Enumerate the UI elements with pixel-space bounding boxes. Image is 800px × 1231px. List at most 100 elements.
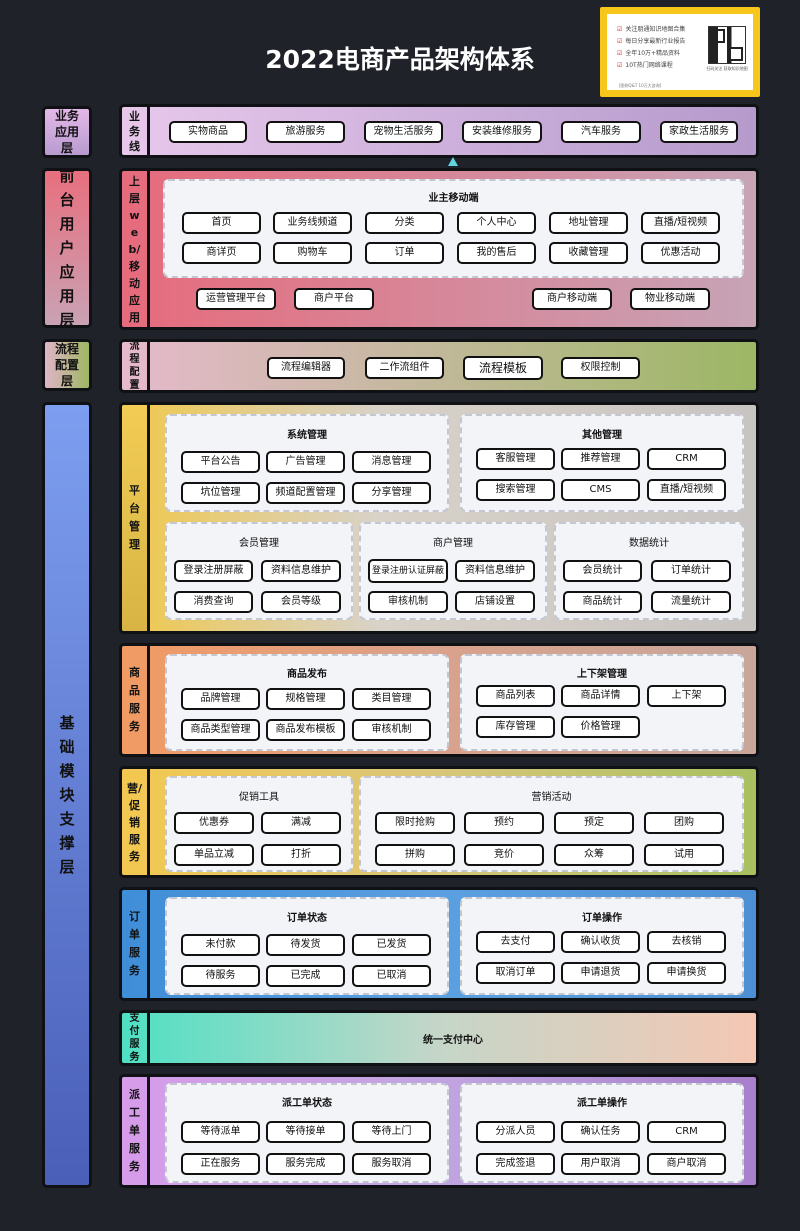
data-statistics-item[interactable]: 会员统计	[563, 560, 642, 582]
member-management-item[interactable]: 登录注册屏蔽	[174, 560, 253, 582]
marketing-activity-item[interactable]: 限时抢购	[375, 812, 455, 834]
owner-mobile-item[interactable]: 首页	[182, 212, 261, 234]
system-management-item[interactable]: 消息管理	[352, 451, 431, 473]
dispatch-status-item[interactable]: 服务取消	[352, 1153, 431, 1175]
owner-mobile-item[interactable]: 商详页	[182, 242, 261, 264]
owner-mobile-item[interactable]: 优惠活动	[641, 242, 720, 264]
marketing-activity-item[interactable]: 试用	[644, 844, 724, 866]
merchant-management-item[interactable]: 审核机制	[368, 591, 448, 613]
other-management-item[interactable]: 搜索管理	[476, 479, 555, 501]
process-config-item[interactable]: 流程模板	[463, 356, 543, 380]
system-management-item[interactable]: 广告管理	[266, 451, 345, 473]
business-line-item[interactable]: 宠物生活服务	[364, 121, 443, 143]
business-line-item[interactable]: 家政生活服务	[660, 121, 738, 143]
order-operation-item[interactable]: 申请换货	[647, 962, 726, 984]
order-operation-item[interactable]: 去核销	[647, 931, 726, 953]
business-line-item[interactable]: 实物商品	[169, 121, 247, 143]
owner-mobile-item[interactable]: 购物车	[273, 242, 352, 264]
promotion-tool-item[interactable]: 打折	[261, 844, 341, 866]
dispatch-operation-item[interactable]: 完成签退	[476, 1153, 555, 1175]
business-line-item[interactable]: 安装维修服务	[462, 121, 542, 143]
member-management-item[interactable]: 会员等级	[261, 591, 341, 613]
dispatch-status-item[interactable]: 等待派单	[181, 1121, 260, 1143]
merchant-management-item[interactable]: 资料信息维护	[455, 560, 535, 582]
dispatch-operation-item[interactable]: 商户取消	[647, 1153, 726, 1175]
product-publish-item[interactable]: 规格管理	[266, 688, 345, 710]
marketing-activity-item[interactable]: 团购	[644, 812, 724, 834]
order-status-item[interactable]: 待服务	[181, 965, 260, 987]
data-statistics-item[interactable]: 订单统计	[651, 560, 731, 582]
merchant-management-item[interactable]: 登录注册认证屏蔽	[368, 559, 448, 583]
unified-payment-center[interactable]: 统一支付中心	[423, 1034, 483, 1046]
marketing-activity-item[interactable]: 预定	[554, 812, 634, 834]
owner-mobile-item[interactable]: 个人中心	[457, 212, 536, 234]
other-management-item[interactable]: CMS	[561, 479, 640, 501]
product-publish-item[interactable]: 商品类型管理	[181, 719, 260, 741]
system-management-item[interactable]: 坑位管理	[181, 482, 260, 504]
promotion-tool-item[interactable]: 满减	[261, 812, 341, 834]
order-operation-item[interactable]: 确认收货	[561, 931, 640, 953]
system-management-item[interactable]: 频道配置管理	[266, 482, 345, 504]
dispatch-operation-item[interactable]: 分派人员	[476, 1121, 555, 1143]
process-config-item[interactable]: 流程编辑器	[267, 357, 345, 379]
marketing-activity-item[interactable]: 众筹	[554, 844, 634, 866]
product-publish-item[interactable]: 类目管理	[352, 688, 431, 710]
qr-code-icon[interactable]	[708, 26, 746, 64]
dispatch-operation-item[interactable]: 用户取消	[561, 1153, 640, 1175]
promotion-tool-item[interactable]: 单品立减	[174, 844, 254, 866]
member-management-item[interactable]: 消费查询	[174, 591, 253, 613]
order-status-item[interactable]: 待发货	[266, 934, 345, 956]
owner-mobile-item[interactable]: 我的售后	[457, 242, 536, 264]
dispatch-status-item[interactable]: 等待上门	[352, 1121, 431, 1143]
marketing-activity-item[interactable]: 拼购	[375, 844, 455, 866]
owner-mobile-item[interactable]: 地址管理	[549, 212, 628, 234]
owner-mobile-item[interactable]: 订单	[365, 242, 444, 264]
order-status-item[interactable]: 已发货	[352, 934, 431, 956]
dispatch-status-item[interactable]: 等待接单	[266, 1121, 345, 1143]
platform-item[interactable]: 商户移动端	[532, 288, 612, 310]
process-config-item[interactable]: 权限控制	[561, 357, 640, 379]
shelf-management-item[interactable]: 商品详情	[561, 685, 640, 707]
owner-mobile-item[interactable]: 直播/短视频	[641, 212, 720, 234]
product-publish-item[interactable]: 品牌管理	[181, 688, 260, 710]
shelf-management-item[interactable]: 库存管理	[476, 716, 555, 738]
data-statistics-item[interactable]: 流量统计	[651, 591, 731, 613]
business-line-item[interactable]: 汽车服务	[561, 121, 641, 143]
marketing-activity-item[interactable]: 预约	[464, 812, 544, 834]
shelf-management-item[interactable]: 商品列表	[476, 685, 555, 707]
dispatch-operation-item[interactable]: CRM	[647, 1121, 726, 1143]
owner-mobile-item[interactable]: 收藏管理	[549, 242, 628, 264]
other-management-item[interactable]: 客服管理	[476, 448, 555, 470]
product-publish-item[interactable]: 审核机制	[352, 719, 431, 741]
order-status-item[interactable]: 未付款	[181, 934, 260, 956]
shelf-management-item[interactable]: 上下架	[647, 685, 726, 707]
promotion-tool-item[interactable]: 优惠券	[174, 812, 254, 834]
other-management-item[interactable]: 推荐管理	[561, 448, 640, 470]
process-config-item[interactable]: 二作流组件	[365, 357, 444, 379]
merchant-management-item[interactable]: 店铺设置	[455, 591, 535, 613]
order-status-item[interactable]: 已完成	[266, 965, 345, 987]
platform-item[interactable]: 运营管理平台	[196, 288, 276, 310]
owner-mobile-item[interactable]: 业务线频道	[273, 212, 352, 234]
order-operation-item[interactable]: 申请退货	[561, 962, 640, 984]
other-management-item[interactable]: 直播/短视频	[647, 479, 726, 501]
dispatch-operation-item[interactable]: 确认任务	[561, 1121, 640, 1143]
system-management-item[interactable]: 平台公告	[181, 451, 260, 473]
platform-item[interactable]: 商户平台	[294, 288, 374, 310]
business-line-item[interactable]: 旅游服务	[266, 121, 345, 143]
order-operation-item[interactable]: 去支付	[476, 931, 555, 953]
platform-item[interactable]: 物业移动端	[630, 288, 710, 310]
data-statistics-item[interactable]: 商品统计	[563, 591, 642, 613]
product-publish-item[interactable]: 商品发布模板	[266, 719, 345, 741]
order-status-item[interactable]: 已取消	[352, 965, 431, 987]
other-management-item[interactable]: CRM	[647, 448, 726, 470]
owner-mobile-item[interactable]: 分类	[365, 212, 444, 234]
system-management-item[interactable]: 分享管理	[352, 482, 431, 504]
member-management-item[interactable]: 资料信息维护	[261, 560, 341, 582]
dispatch-status-item[interactable]: 正在服务	[181, 1153, 260, 1175]
marketing-activity-item[interactable]: 竞价	[464, 844, 544, 866]
order-operation-item[interactable]: 取消订单	[476, 962, 555, 984]
dispatch-status-item[interactable]: 服务完成	[266, 1153, 345, 1175]
promo-banner[interactable]: ☑关注朋通知识地图合集 ☑每日分享最新行业报告 ☑全年10万+精品资料 ☑10T…	[600, 7, 760, 97]
shelf-management-item[interactable]: 价格管理	[561, 716, 640, 738]
